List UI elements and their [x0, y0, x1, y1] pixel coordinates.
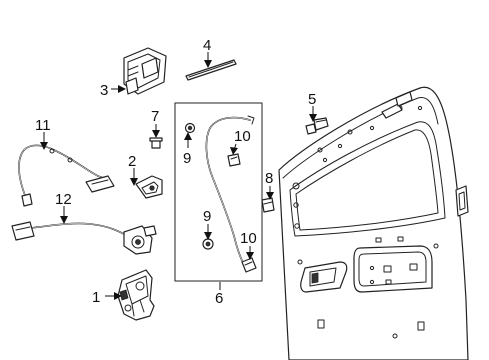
screw: [149, 137, 163, 149]
callout-leaders: [40, 52, 317, 300]
callout-8: 8: [265, 170, 273, 187]
callout-1: 1: [92, 289, 100, 306]
callout-9-bottom: 9: [203, 208, 211, 225]
callout-6: 6: [215, 290, 223, 307]
handle-bracket: [123, 47, 167, 95]
callout-11: 11: [35, 117, 51, 134]
callout-3: 3: [100, 82, 108, 99]
callout-12: 12: [55, 191, 72, 208]
clip: [261, 197, 275, 213]
wiring-harness: [18, 144, 115, 207]
liftgate-panel: [278, 86, 469, 360]
sensor-harness: [11, 221, 157, 255]
callout-9-top: 9: [183, 150, 191, 167]
group-box-6: [174, 102, 263, 282]
latch-actuator: [117, 269, 155, 321]
weatherstrip: [185, 59, 237, 81]
callout-2: 2: [128, 153, 136, 170]
callout-numbers: 1 2 3 4 5 6 7 8 9 9 10 10 11 12: [35, 37, 316, 307]
callout-4: 4: [203, 37, 211, 54]
callout-10-top: 10: [234, 128, 251, 145]
callout-10-bottom: 10: [240, 230, 257, 247]
lamp-housing: [135, 175, 163, 199]
callout-5: 5: [308, 91, 316, 108]
callout-7: 7: [151, 108, 159, 125]
bolt: [305, 117, 329, 135]
